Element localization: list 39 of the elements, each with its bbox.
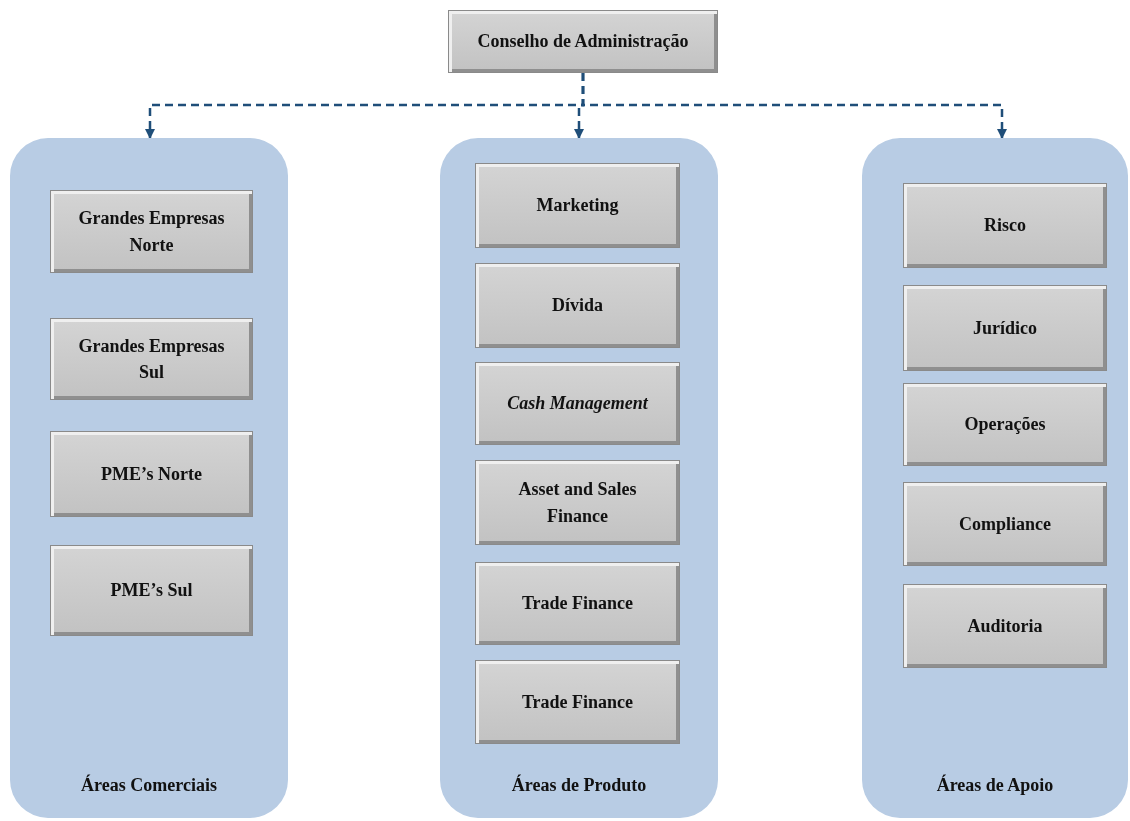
unit-box [903,383,1107,466]
unit-label: Grandes Empresas Norte [77,207,226,257]
unit-box [475,163,680,248]
unit-box [475,362,680,445]
group-panel [10,138,288,818]
unit-box [903,183,1107,268]
unit-box [50,190,253,273]
group-title: Áreas de Produto [510,773,648,797]
unit-box [903,285,1107,371]
unit-box [475,660,680,744]
unit-label: Grandes Empresas Sul [77,334,226,384]
group-panel [862,138,1128,818]
unit-box [475,562,680,645]
unit-box [475,460,680,545]
unit-label: Cash Management [507,392,648,416]
unit-label: Conselho de Administração [477,30,689,54]
unit-label: Compliance [959,512,1051,536]
unit-label: PME’s Sul [110,579,193,603]
group-title: Áreas Comerciais [80,773,218,797]
unit-label: Dívida [552,294,603,318]
unit-box [50,545,253,636]
unit-label: Asset and Sales Finance [517,478,638,528]
unit-label: Trade Finance [521,592,634,616]
unit-box [50,318,253,400]
unit-box [903,482,1107,566]
unit-box [903,584,1107,668]
unit-label: PME’s Norte [101,462,202,486]
group-title: Áreas de Apoio [935,773,1055,797]
group-panel [440,138,718,818]
unit-label: Jurídico [973,316,1037,340]
unit-label: Marketing [536,194,619,218]
unit-box [475,263,680,348]
unit-box [50,431,253,517]
unit-label: Risco [984,214,1026,238]
unit-label: Trade Finance [521,690,634,714]
connector-arrow [581,73,1007,139]
unit-label: Auditoria [967,614,1043,638]
unit-box [448,10,718,73]
unit-label: Operações [964,413,1046,437]
